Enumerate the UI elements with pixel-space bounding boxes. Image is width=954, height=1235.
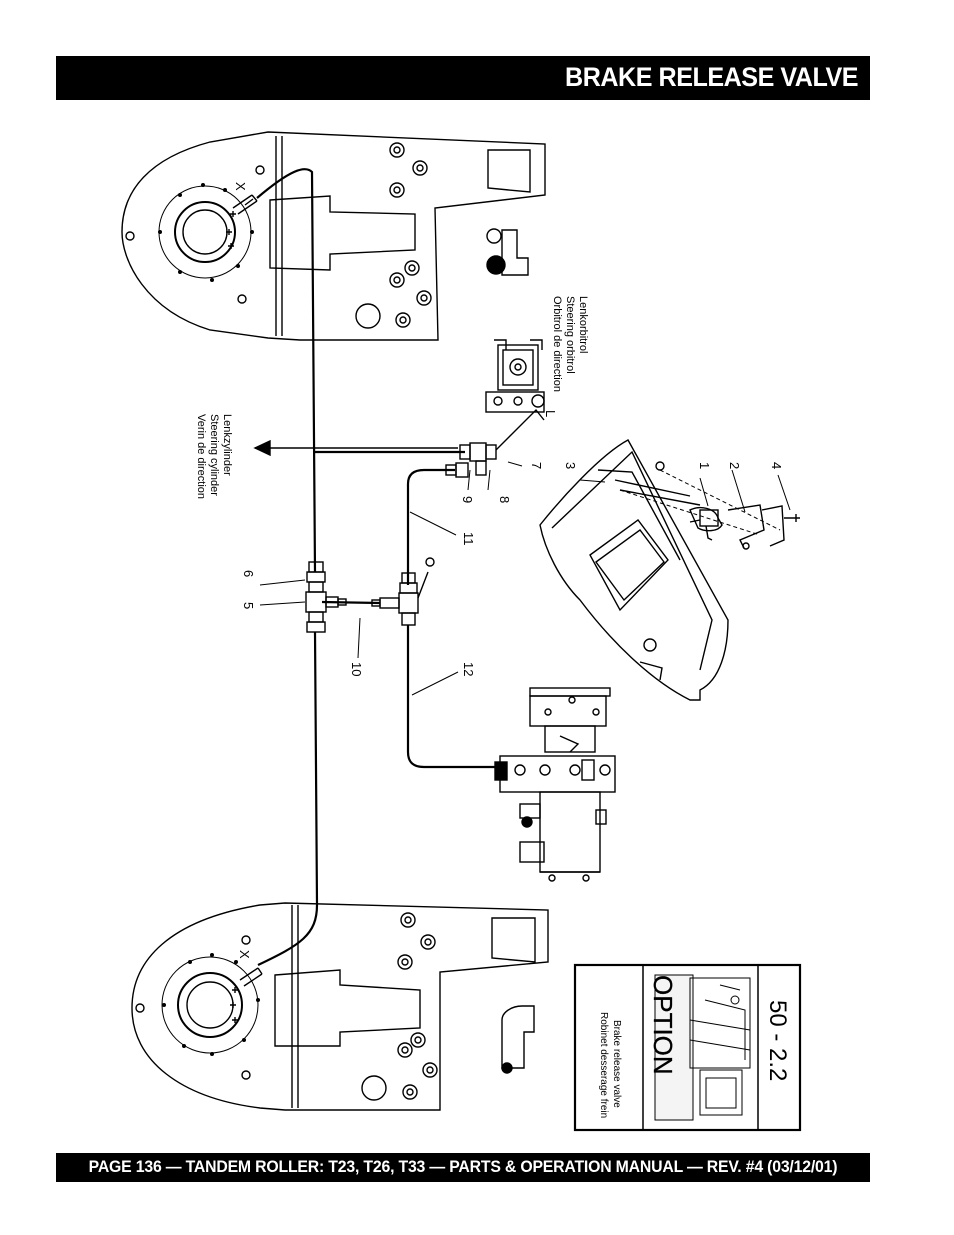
footer-bar: PAGE 136 — TANDEM ROLLER: T23, T26, T33 … <box>56 1153 870 1182</box>
callout-leaders <box>259 461 791 696</box>
option-box <box>573 963 802 1132</box>
hydraulic-hoses <box>256 168 495 966</box>
bottom-bracket <box>501 1005 535 1074</box>
bottom-frame-plate <box>131 902 549 1111</box>
top-bracket <box>486 228 529 276</box>
fitting-tee-5-6 <box>305 561 347 633</box>
valve-bracket-1-2-4 <box>689 504 800 550</box>
steering-orbitrol <box>485 339 545 413</box>
top-frame-plate <box>121 131 546 341</box>
option-thumbnail <box>654 974 751 1121</box>
assembly-guide-lines <box>619 469 781 536</box>
fitting-valve-tee <box>371 557 435 626</box>
page-title: BRAKE RELEASE VALVE <box>565 62 858 92</box>
title-bar: BRAKE RELEASE VALVE <box>56 56 870 100</box>
fitting-elbow-7-8-9 <box>445 408 545 478</box>
brake-valve-assembly <box>494 687 616 882</box>
footer-text: PAGE 136 — TANDEM ROLLER: T23, T26, T33 … <box>88 1157 838 1176</box>
